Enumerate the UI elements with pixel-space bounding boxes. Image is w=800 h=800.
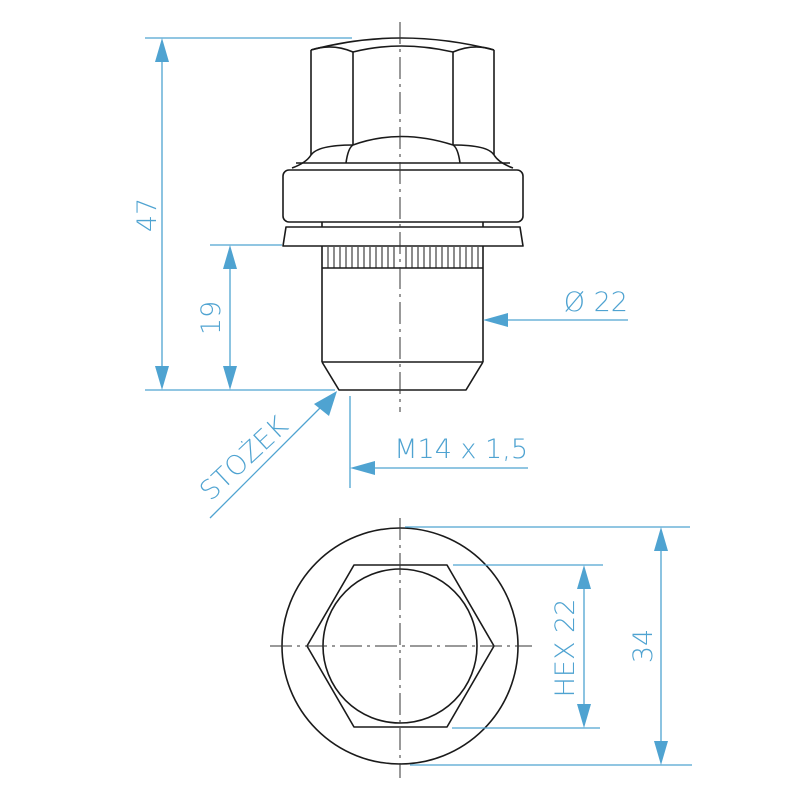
dimension-34: 34 [405, 526, 692, 766]
dimension-hex-22-label: HEX 22 [550, 599, 581, 698]
nut-body [321, 268, 484, 363]
dimension-19-label: 19 [196, 301, 227, 335]
dimension-diameter-22: Ø 22 [483, 287, 628, 327]
washer [282, 226, 524, 247]
dimension-diameter-22-label: Ø 22 [564, 287, 628, 318]
cone-seat-label: STOŻEK [194, 410, 294, 507]
dimension-thread-label: M14 x 1,5 [394, 434, 528, 465]
dimension-hex-22: HEX 22 [452, 564, 603, 729]
cone-seat [321, 361, 484, 391]
cone-seat-leader: STOŻEK [194, 391, 337, 519]
dimension-thread: M14 x 1,5 [349, 396, 528, 488]
knurl [321, 246, 484, 269]
dimension-47-label: 47 [132, 198, 163, 232]
dimension-47: 47 [132, 37, 352, 391]
flange [282, 169, 524, 223]
top-view [270, 518, 532, 778]
side-view [282, 22, 524, 412]
hex-cap [291, 37, 514, 169]
dimension-34-label: 34 [628, 629, 659, 663]
dimension-19: 19 [196, 244, 282, 390]
